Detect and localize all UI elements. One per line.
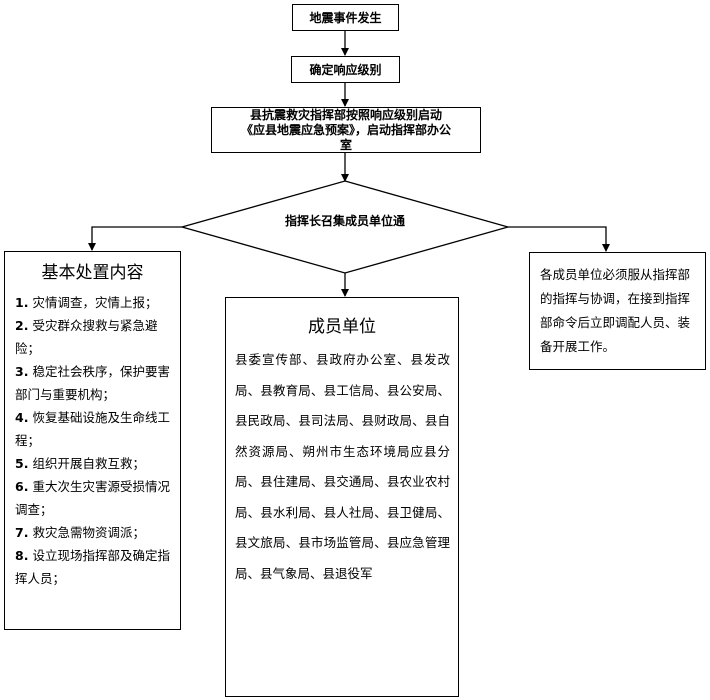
list-item: 2.受灾群众搜救与紧急避险；: [15, 318, 158, 356]
member-units-text: 县委宣传部、县政府办公室、县发改局、县教育局、县工信局、县公安局、县民政局、县司…: [235, 352, 450, 581]
list-item: 7.救灾急需物资调派；: [15, 525, 145, 540]
decision-label: 指挥长召集成员单位通: [284, 214, 405, 228]
list-item: 1.灾情调查，灾情上报；: [15, 295, 158, 310]
step-determine-response-level: 确定响应级别: [291, 56, 400, 83]
basic-response-box: 基本处置内容 1.灾情调查，灾情上报； 2.受灾群众搜救与紧急避险； 3.稳定社…: [4, 251, 181, 630]
list-item: 5.组织开展自救互救；: [15, 456, 145, 471]
step-earthquake-occurs: 地震事件发生: [292, 4, 399, 31]
coordination-text: 各成员单位必须服从指挥部的指挥与协调，在接到指挥部命令后立即调配人员、装备开展工…: [540, 267, 691, 354]
arrow-decision-left: [88, 226, 182, 251]
member-units-title: 成员单位: [308, 317, 376, 337]
list-item: 3.稳定社会秩序，保护要害部门与重要机构；: [15, 364, 170, 402]
arrow-decision-right: [508, 226, 610, 252]
basic-response-title: 基本处置内容: [41, 263, 144, 283]
step-earthquake-occurs-label: 地震事件发生: [309, 11, 382, 25]
coordination-box: 各成员单位必须服从指挥部的指挥与协调，在接到指挥部命令后立即调配人员、装备开展工…: [529, 252, 706, 370]
step-activate-plan: 县抗震救灾指挥部按照响应级别启动 《应县地震应急预案》，启动指挥部办公 室: [211, 107, 481, 153]
list-item: 6.重大次生灾害源受损情况调查；: [15, 479, 170, 517]
basic-response-list: 1.灾情调查，灾情上报； 2.受灾群众搜救与紧急避险； 3.稳定社会秩序，保护要…: [5, 291, 180, 590]
step-activate-plan-line2: 《应县地震应急预案》，启动指挥部办公: [240, 122, 451, 137]
step-activate-plan-line3: 室: [339, 137, 352, 152]
step-determine-response-level-label: 确定响应级别: [309, 63, 382, 77]
member-units-box: 成员单位 县委宣传部、县政府办公室、县发改局、县教育局、县工信局、县公安局、县民…: [225, 297, 459, 697]
step-activate-plan-line1: 县抗震救灾指挥部按照响应级别启动: [249, 107, 442, 122]
list-item: 8.设立现场指挥部及确定指挥人员；: [15, 548, 170, 586]
list-item: 4.恢复基础设施及生命线工程；: [15, 410, 170, 448]
